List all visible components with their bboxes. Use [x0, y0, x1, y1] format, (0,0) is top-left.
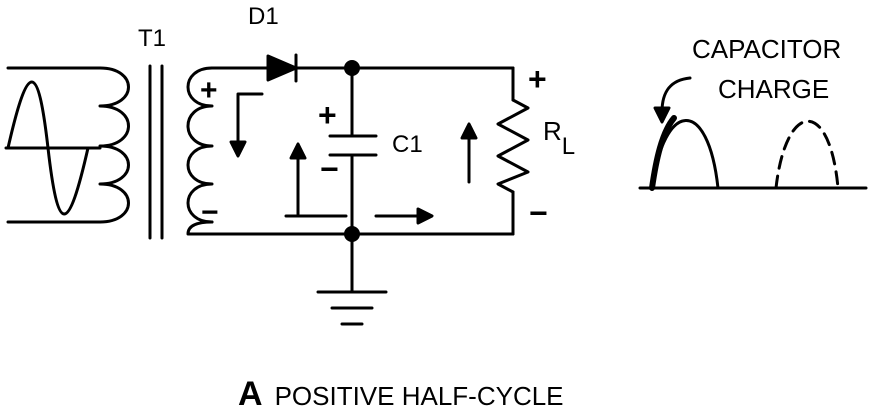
caption-letter: A [238, 375, 263, 407]
load-plus-sign: + [528, 61, 547, 97]
annotation-label-line1: CAPACITOR [692, 34, 841, 64]
capacitor-current-arrow [284, 142, 348, 218]
annotation-label-line2: CHARGE [718, 74, 829, 104]
secondary-coil [186, 66, 214, 224]
ground-symbol [316, 232, 388, 326]
primary-leads [6, 66, 102, 224]
transformer-label: T1 [138, 25, 166, 52]
caption-text: POSITIVE HALF-CYCLE [275, 381, 564, 407]
capacitor-plus-sign: + [318, 97, 337, 133]
diode-label: D1 [248, 3, 279, 30]
input-sine-wave [4, 80, 102, 216]
dashed-half-cycle [774, 119, 840, 190]
ground-current-arrow [374, 207, 434, 225]
annotation-arrow [653, 76, 692, 124]
figure-caption: A POSITIVE HALF-CYCLE [238, 375, 564, 407]
primary-coil [98, 66, 130, 224]
capacitor-c1 [328, 66, 378, 236]
charge-segment [649, 115, 677, 191]
load-resistor-subscript: L [562, 133, 575, 160]
load-minus-sign: − [529, 195, 548, 231]
capacitor-label: C1 [392, 131, 423, 158]
bottom-junction-dot [344, 226, 360, 242]
transformer-core [148, 64, 164, 240]
capacitor-minus-sign: − [320, 151, 339, 187]
load-resistor [496, 66, 530, 236]
secondary-plus-sign: + [200, 74, 218, 107]
load-current-arrow [460, 122, 478, 184]
top-junction-dot [344, 60, 360, 76]
secondary-bottom-lead [186, 220, 214, 236]
secondary-current-arrow [229, 92, 264, 158]
secondary-minus-sign: − [201, 196, 219, 229]
load-resistor-label: RL [543, 116, 575, 160]
solid-half-cycle [650, 119, 720, 190]
diode-d1 [266, 53, 298, 83]
